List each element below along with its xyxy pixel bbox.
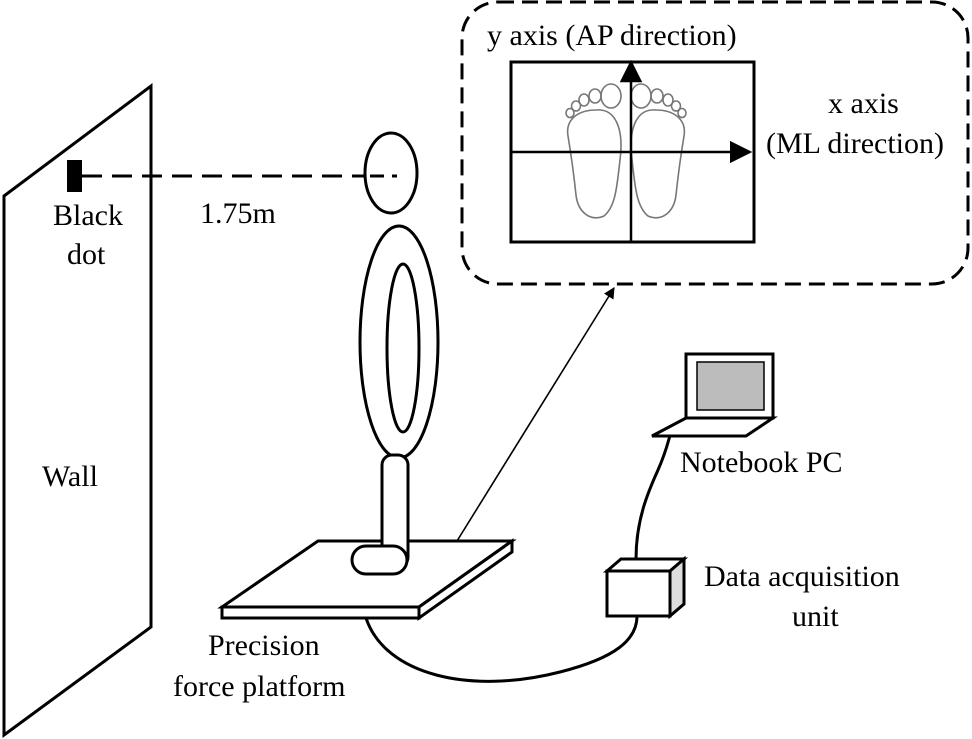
x-axis-label-line1: x axis bbox=[828, 87, 899, 120]
person-head bbox=[363, 131, 419, 215]
wall-label: Wall bbox=[42, 460, 98, 493]
force-platform-front bbox=[220, 605, 421, 620]
black-dot-label-line2: dot bbox=[67, 238, 106, 271]
zoom-pointer-arrow bbox=[456, 287, 615, 542]
daq-label-line2: unit bbox=[792, 600, 839, 633]
force-platform-side bbox=[417, 538, 514, 621]
distance-label: 1.75m bbox=[200, 197, 276, 230]
y-axis-label: y axis (AP direction) bbox=[487, 19, 737, 52]
x-axis-label-line2: (ML direction) bbox=[766, 127, 944, 160]
platform-cable bbox=[364, 615, 639, 683]
notebook-screen bbox=[696, 361, 765, 411]
platform-label-line2: force platform bbox=[173, 670, 345, 703]
person-foot bbox=[350, 544, 409, 576]
notebook-cable bbox=[634, 431, 673, 560]
platform-label-line1: Precision bbox=[208, 629, 320, 662]
person-arm bbox=[385, 262, 421, 434]
daq-unit-side bbox=[668, 555, 686, 620]
notebook-base bbox=[651, 416, 778, 438]
left-footprint bbox=[565, 83, 622, 219]
daq-label-line1: Data acquisition bbox=[704, 560, 900, 593]
notebook-label: Notebook PC bbox=[680, 446, 843, 479]
black-dot-label-line1: Black bbox=[53, 199, 123, 232]
black-dot bbox=[67, 160, 82, 192]
daq-unit-front bbox=[605, 569, 672, 618]
wall-panel bbox=[2, 83, 153, 738]
